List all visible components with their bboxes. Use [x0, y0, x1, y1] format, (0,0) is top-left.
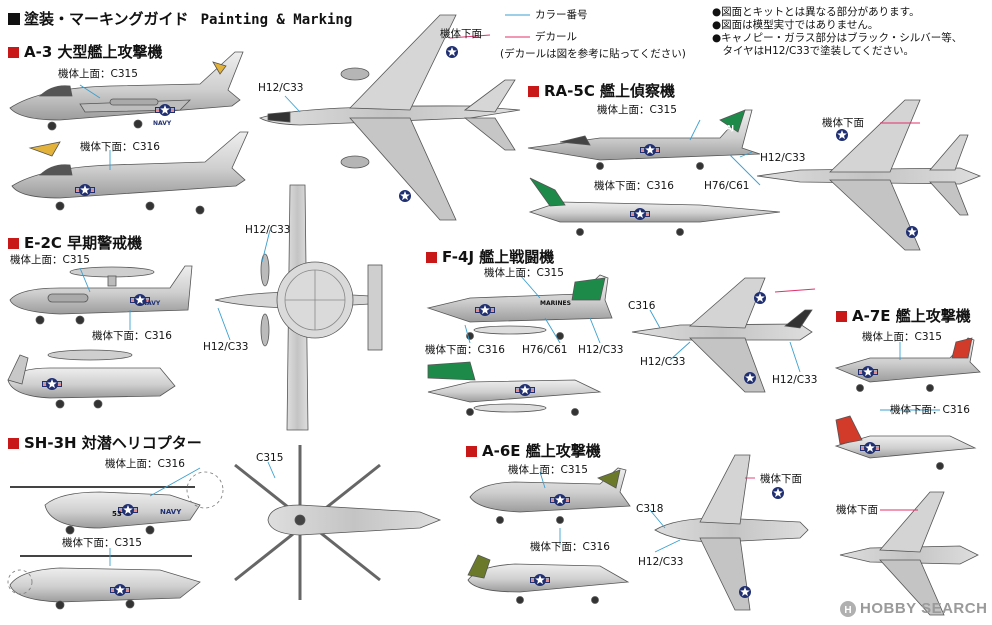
a3-side-lower [11, 131, 249, 215]
a7e-title: A-7E 艦上攻撃機 [836, 305, 971, 326]
red-square-icon [8, 438, 19, 449]
f4j-top-view [631, 277, 813, 393]
a7e-title-text: A-7E 艦上攻撃機 [852, 307, 971, 325]
a3-lower-decal-label: 機体下面 [440, 28, 482, 40]
sh3h-side-upper [10, 471, 224, 535]
ra5c-side-lower [528, 177, 781, 236]
a6e-upper-label: 機体上面：C315 [508, 464, 588, 476]
a3-lower-label: 機体下面：C316 [80, 141, 160, 153]
a6e-top-view [654, 454, 809, 611]
a6e-side-upper [469, 467, 631, 524]
a6e-lower-label: 機体下面：C316 [530, 541, 610, 553]
ra5c-intake-label: H76/C61 [704, 180, 750, 192]
a3-navy-marking: NAVY [153, 120, 172, 127]
ra5c-lower-label: 機体下面：C316 [594, 180, 674, 192]
svg-text:H: H [844, 605, 851, 616]
sh3h-lower-label: 機体下面：C315 [62, 537, 142, 549]
title-jp: 塗装・マーキングガイド [24, 10, 189, 28]
legend-decal: デカール [535, 31, 577, 43]
a6e-lower-decal-label: 機体下面 [760, 473, 802, 485]
a7e-upper-label: 機体上面：C315 [862, 331, 942, 343]
a6e-title: A-6E 艦上攻撃機 [466, 440, 601, 461]
f4j-gear-label: H12/C33 [578, 344, 624, 356]
watermark: HOBBY SEARCH [860, 600, 988, 617]
red-square-icon [8, 238, 19, 249]
ra5c-lower-decal-label: 機体下面 [822, 117, 864, 129]
e2c-upper-label: 機体上面：C315 [10, 254, 90, 266]
e2c-top-view [214, 184, 383, 431]
e2c-title: E-2C 早期警戒機 [8, 232, 142, 253]
e2c-side-lower [7, 349, 176, 409]
sh3h-side-lower [7, 555, 201, 610]
note-line: ●図面とキットとは異なる部分があります。 [712, 6, 920, 18]
f4j-gear2-label: H12/C33 [640, 356, 686, 368]
a7e-side-lower [834, 415, 977, 470]
a7e-lower-decal-label: 機体下面 [836, 504, 878, 516]
a7e-lower-label: 機体下面：C316 [890, 404, 970, 416]
e2c-gear-bottom-label: H12/C33 [203, 341, 249, 353]
red-square-icon [8, 47, 19, 58]
f4j-upper-label: 機体上面：C315 [484, 267, 564, 279]
a3-title-text: A-3 大型艦上攻撃機 [24, 43, 163, 61]
sh3h-rotor-label: C315 [256, 452, 284, 464]
ra5c-upper-label: 機体上面：C315 [597, 104, 677, 116]
red-square-icon [426, 252, 437, 263]
f4j-marines-marking: MARINES [540, 300, 571, 307]
ra5c-title-text: RA-5C 艦上偵察機 [544, 82, 676, 100]
sh3h-navy-marking: NAVY [160, 508, 182, 516]
sh3h-top-view [234, 445, 442, 600]
page-title: 塗装・マーキングガイド Painting & Marking [8, 8, 352, 29]
hobby-search-logo-icon: H [840, 601, 856, 617]
ra5c-title: RA-5C 艦上偵察機 [528, 80, 675, 101]
ra5c-tail-marking: AJ [726, 124, 735, 132]
f4j-gear3-label: H12/C33 [772, 374, 818, 386]
f4j-lower-label: 機体下面：C316 [425, 344, 505, 356]
legend-decal-note: (デカールは図を参考に貼ってください) [500, 48, 686, 60]
leader-lines [79, 14, 940, 566]
a7e-top-view [839, 491, 979, 616]
f4j-intake-label: H76/C61 [522, 344, 568, 356]
a6e-nose-label: C318 [636, 503, 664, 515]
f4j-title: F-4J 艦上戦闘機 [426, 246, 554, 267]
e2c-navy-marking: NAVY [142, 300, 161, 307]
a6e-title-text: A-6E 艦上攻撃機 [482, 442, 601, 460]
a7e-side-upper [834, 337, 981, 392]
ra5c-top-view [756, 99, 982, 251]
e2c-gear-top-label: H12/C33 [245, 224, 291, 236]
ra5c-gear-label: H12/C33 [760, 152, 806, 164]
e2c-lower-label: 機体下面：C316 [92, 330, 172, 342]
title-square-icon [8, 13, 20, 25]
sh3h-number-marking: 53 [112, 510, 122, 518]
a3-gear-label: H12/C33 [258, 82, 304, 94]
a3-side-upper [9, 51, 244, 131]
a6e-gear-label: H12/C33 [638, 556, 684, 568]
e2c-side-upper [9, 265, 193, 325]
sh3h-title-text: SH-3H 対潜ヘリコプター [24, 434, 202, 452]
f4j-title-text: F-4J 艦上戦闘機 [442, 248, 555, 266]
ra5c-side-upper [527, 109, 761, 170]
red-square-icon [836, 311, 847, 322]
title-en: Painting & Marking [200, 12, 353, 28]
red-square-icon [466, 446, 477, 457]
note-line: ●図面は模型実寸ではありません。 [712, 19, 879, 31]
note-line: ●キャノピー・ガラス部分はブラック・シルバー等、 [712, 32, 963, 44]
note-line: タイヤはH12/C33で塗装してください。 [712, 45, 915, 57]
sh3h-title: SH-3H 対潜ヘリコプター [8, 432, 202, 453]
f4j-nose-label: C316 [628, 300, 656, 312]
e2c-title-text: E-2C 早期警戒機 [24, 234, 143, 252]
legend-color-number: カラー番号 [535, 9, 588, 21]
notes: ●図面とキットとは異なる部分があります。 ●図面は模型実寸ではありません。 ●キ… [712, 6, 962, 58]
f4j-side-upper [426, 274, 613, 340]
red-square-icon [528, 86, 539, 97]
a3-top-view [259, 14, 521, 221]
f4j-side-lower [427, 361, 602, 416]
a3-title: A-3 大型艦上攻撃機 [8, 41, 163, 62]
a3-upper-label: 機体上面：C315 [58, 68, 138, 80]
sh3h-upper-label: 機体上面：C316 [105, 458, 185, 470]
